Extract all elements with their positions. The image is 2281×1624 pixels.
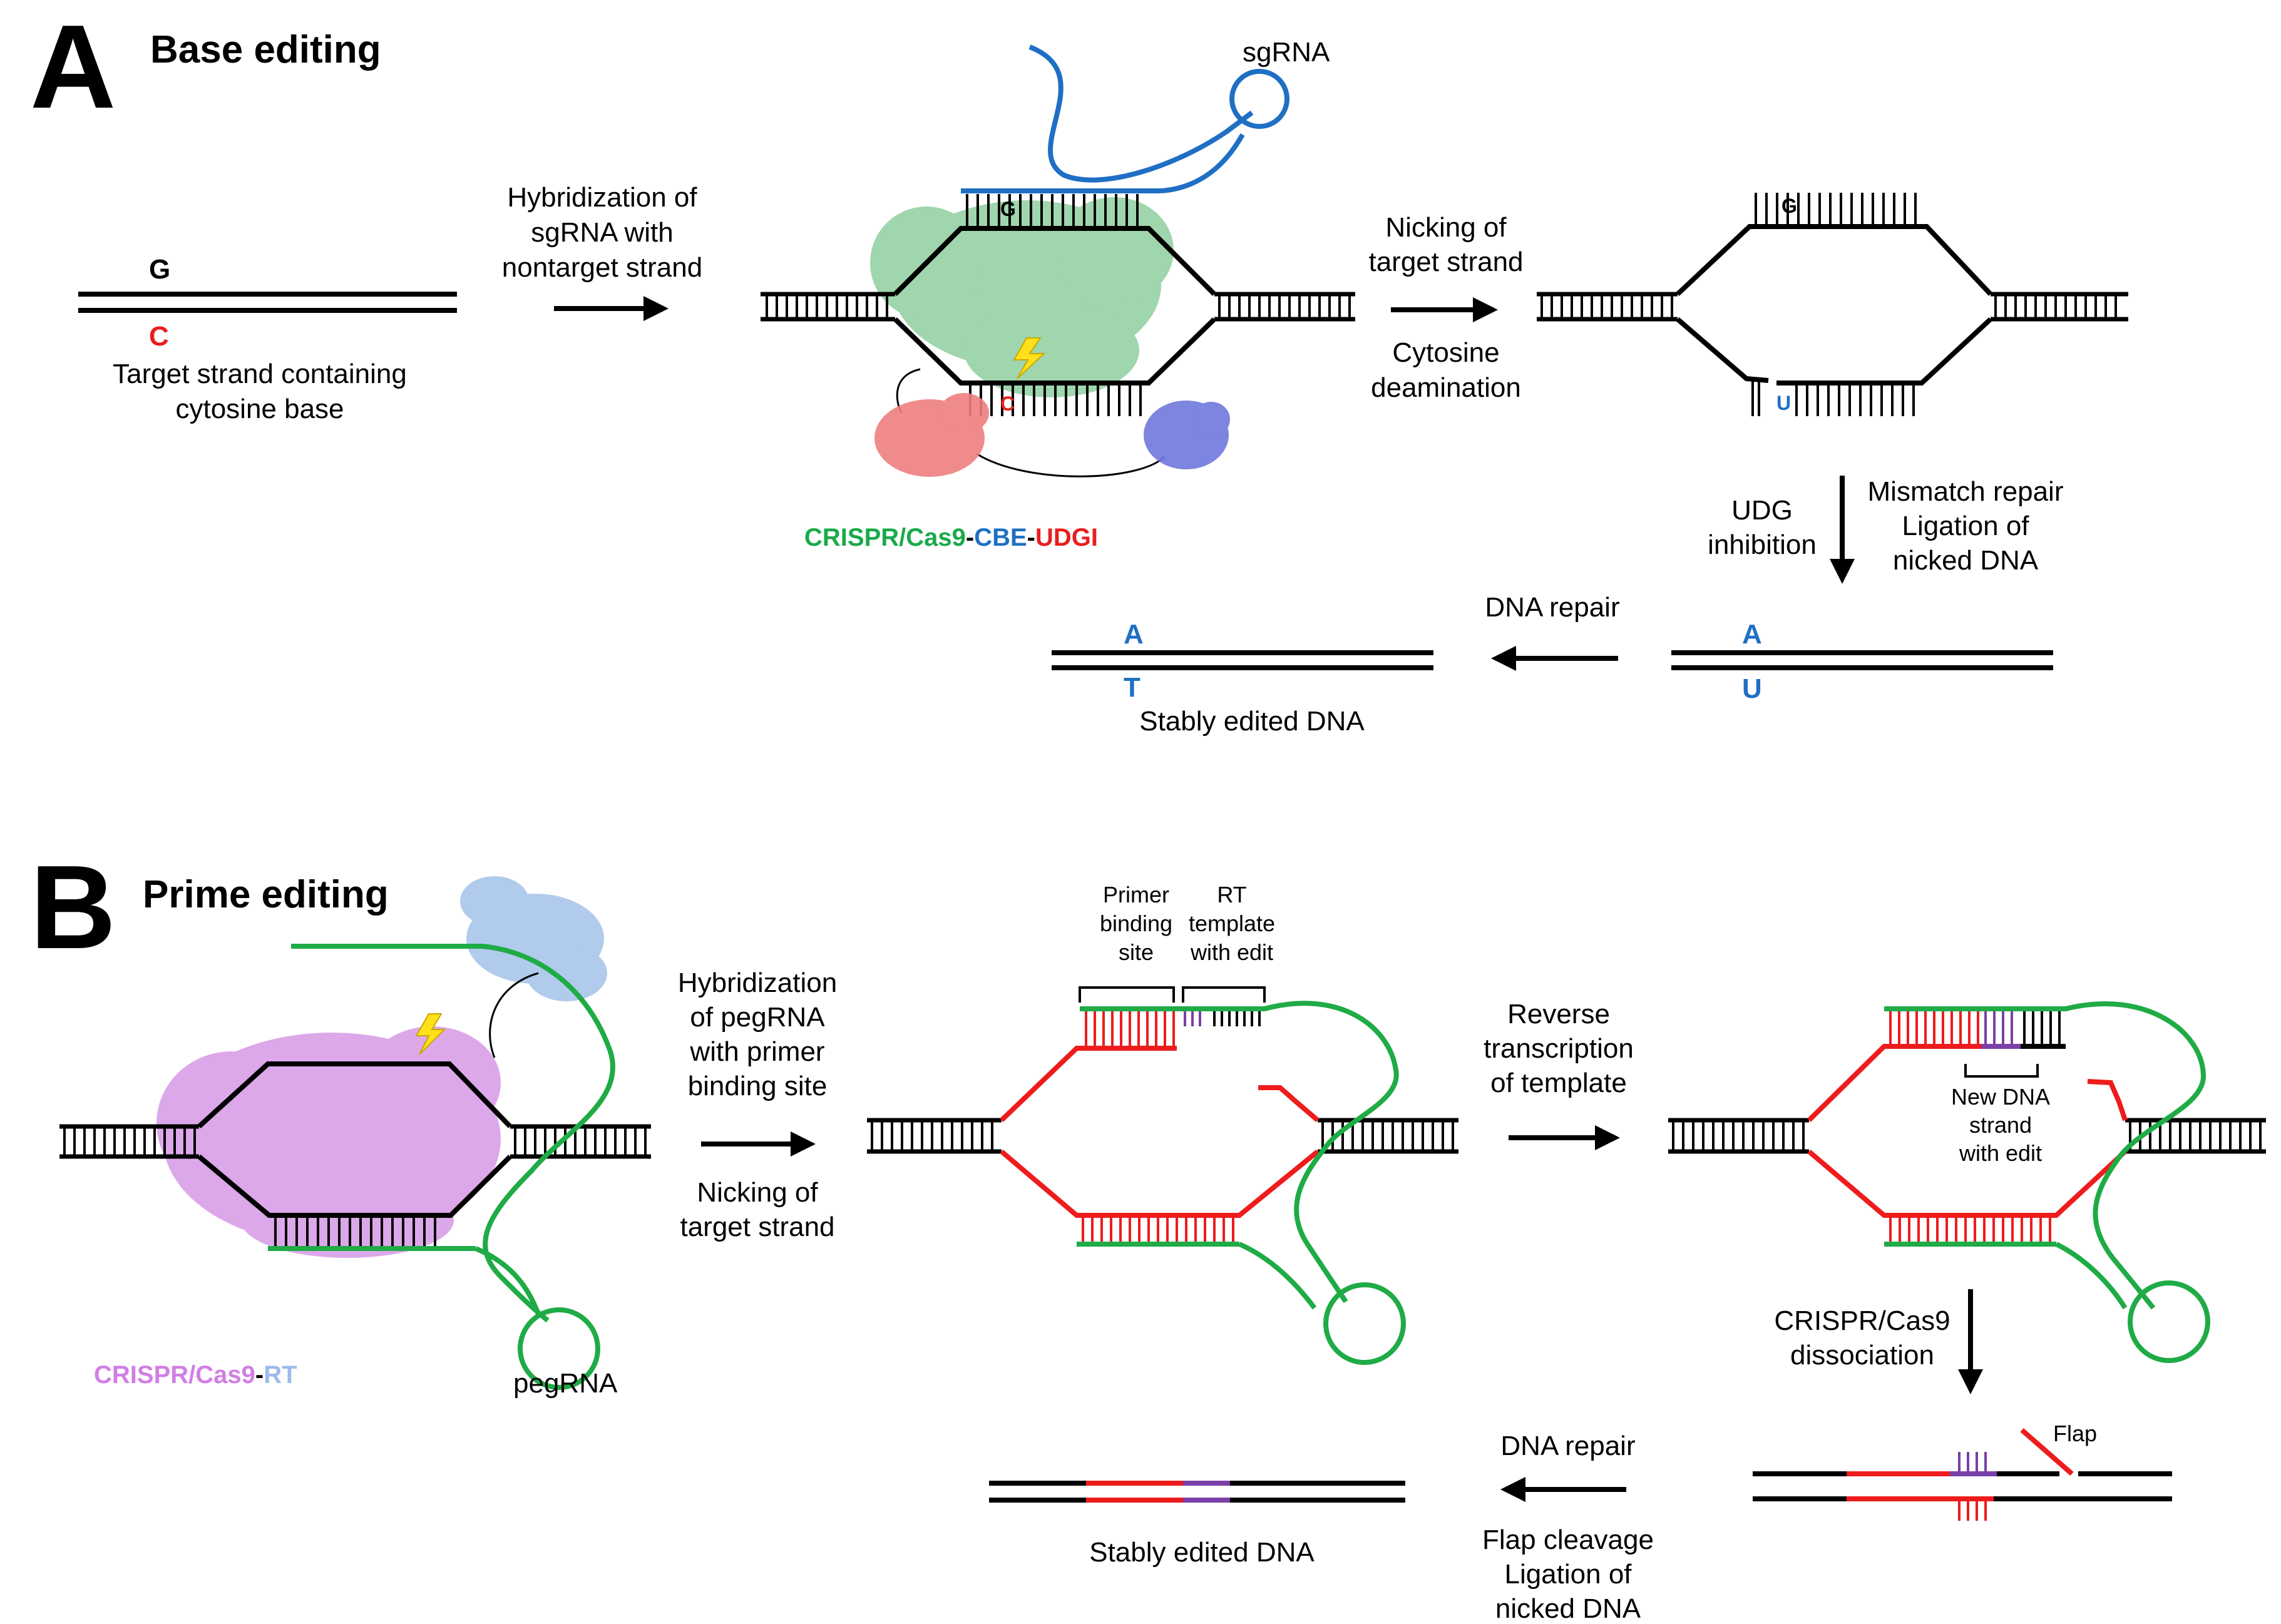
rt-line2: template — [1189, 911, 1275, 936]
pegrna-label: pegRNA — [513, 1368, 618, 1399]
complex-a-label: CRISPR/Cas9-CBE-UDGI — [804, 524, 1098, 551]
step-dna-repair-a: DNA repair — [1485, 592, 1620, 671]
sgrna-label: sgRNA — [1243, 37, 1330, 68]
step2-bot-line2: deamination — [1371, 372, 1521, 403]
stable-caption-a: Stably edited DNA — [1139, 706, 1365, 737]
bubble-base-g: G — [1000, 198, 1016, 220]
fc-line1: Flap cleavage — [1482, 1524, 1654, 1555]
prime-editor-complex: pegRNA CRISPR/Cas9-RT — [59, 876, 651, 1399]
udg-line2: inhibition — [1708, 529, 1817, 560]
step2-top-line2: target strand — [1368, 247, 1523, 277]
udg-line1: UDG — [1731, 495, 1793, 526]
stable-caption-b: Stably edited DNA — [1089, 1537, 1315, 1568]
at-base-a: A — [1124, 619, 1144, 650]
at-base-t: T — [1124, 672, 1140, 703]
rt-line1: RT — [1217, 882, 1246, 907]
sgrna: sgRNA — [961, 37, 1330, 193]
b-step1-line1: Hybridization — [678, 968, 837, 998]
diss-line2: dissociation — [1790, 1340, 1934, 1371]
bubble-base-c: C — [1000, 392, 1015, 415]
dna-repair-a-label: DNA repair — [1485, 592, 1619, 623]
step-dissociation: CRISPR/Cas9 dissociation — [1774, 1289, 1983, 1394]
b-step1-line3: with primer — [689, 1036, 824, 1067]
rt-line3: with edit — [1190, 939, 1273, 965]
diss-line1: CRISPR/Cas9 — [1774, 1305, 1950, 1336]
mm-line3: nicked DNA — [1893, 545, 2039, 576]
step-dna-repair-b: DNA repair Flap cleavage Ligation of nic… — [1482, 1431, 1654, 1624]
cbe-protein — [1144, 401, 1230, 469]
new-strand-line2: strand — [1969, 1112, 2032, 1138]
lightning-icon — [1013, 337, 1046, 379]
panel-b-title: Prime editing — [143, 873, 389, 916]
step1-line3: nontarget strand — [502, 252, 702, 283]
panel-a-letter: A — [30, 1, 116, 133]
dna-au: A U — [1671, 619, 2053, 704]
flap-label: Flap — [2053, 1421, 2097, 1446]
udgi-protein — [874, 393, 989, 477]
dna-with-flap: Flap — [1753, 1421, 2172, 1521]
base-u: U — [1776, 392, 1791, 414]
au-base-a: A — [1742, 619, 1762, 650]
step-reverse-transcription: Reverse transcription of template — [1484, 999, 1634, 1150]
new-strand-line3: with edit — [1959, 1140, 2042, 1166]
fc-line3: nicked DNA — [1495, 1593, 1641, 1624]
base-g: G — [149, 254, 170, 285]
panel-a: A Base editing G C Target strand contain… — [30, 1, 2128, 737]
b-step2-line1: Reverse — [1507, 999, 1610, 1029]
dna-repair-b-label: DNA repair — [1500, 1431, 1635, 1461]
target-caption-2: cytosine base — [175, 394, 344, 424]
pbs-line1: Primer — [1103, 882, 1169, 907]
step1-line2: sgRNA with — [531, 217, 673, 248]
step-hybridization: Hybridization of sgRNA with nontarget st… — [502, 182, 702, 321]
mm-line1: Mismatch repair — [1868, 476, 2064, 507]
step1-line1: Hybridization of — [507, 182, 697, 213]
panel-a-title: Base editing — [150, 28, 381, 71]
step-hybridization-b: Hybridization of pegRNA with primer bind… — [678, 968, 837, 1242]
step-mismatch-repair: UDG inhibition Mismatch repair Ligation … — [1708, 476, 2064, 584]
step2-bot-line1: Cytosine — [1392, 337, 1499, 368]
b-step1-line4: binding site — [688, 1071, 828, 1101]
target-caption-1: Target strand containing — [113, 359, 407, 389]
dna-bubble-nicked: G U — [1537, 193, 2128, 416]
base-editor-complex: sgRNA G C CRISPR/Cas9-CBE-UDGI — [761, 37, 1355, 551]
base-c: C — [149, 321, 169, 352]
panel-b-letter: B — [30, 841, 116, 974]
initial-dna: G C Target strand containing cytosine ba… — [78, 254, 457, 424]
step-nicking-deamination: Nicking of target strand Cytosine deamin… — [1368, 212, 1523, 403]
b-step1-line6: target strand — [680, 1212, 834, 1242]
new-strand-line1: New DNA — [1951, 1084, 2050, 1110]
b-step2-line3: of template — [1490, 1068, 1627, 1098]
new-strand-synthesized: New DNA strand with edit — [1668, 1001, 2266, 1363]
fc-line2: Ligation of — [1504, 1559, 1632, 1590]
pbs-hybridized: Primer binding site RT template with edi… — [867, 882, 1458, 1365]
pbs-line2: binding — [1100, 911, 1172, 936]
mm-line2: Ligation of — [1902, 511, 2029, 541]
b-step1-line2: of pegRNA — [690, 1002, 825, 1033]
step2-top-line1: Nicking of — [1385, 212, 1507, 243]
b-step1-line5: Nicking of — [697, 1177, 818, 1208]
panel-b: B Prime editing — [30, 841, 2266, 1624]
dna-at: A T Stably edited DNA — [1052, 619, 1433, 737]
pegrna-b1 — [268, 944, 615, 1390]
complex-b-label: CRISPR/Cas9-RT — [94, 1361, 297, 1389]
edited-dna-b: Stably edited DNA — [989, 1481, 1405, 1568]
au-base-u: U — [1742, 673, 1762, 704]
nicked-base-g: G — [1781, 195, 1797, 217]
b-step2-line2: transcription — [1484, 1033, 1634, 1064]
rt-protein — [460, 876, 607, 1001]
lightning-icon — [415, 1013, 446, 1055]
pbs-line3: site — [1119, 939, 1154, 965]
